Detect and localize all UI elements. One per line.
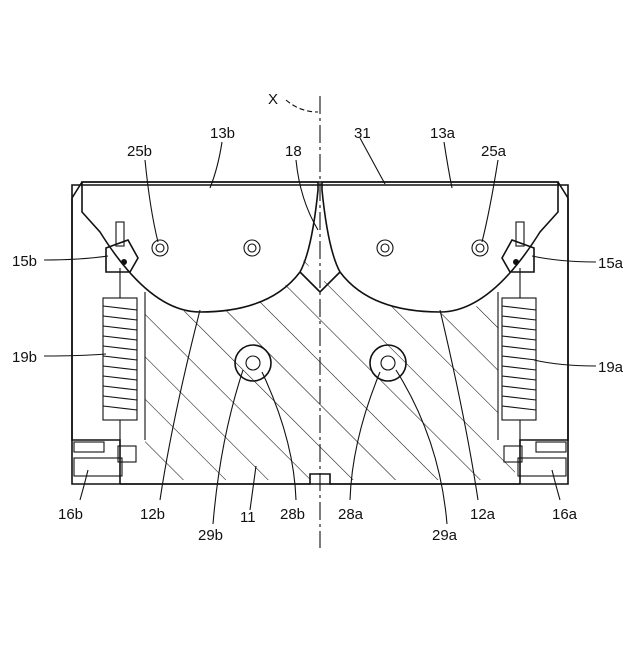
label-16b: 16b <box>58 506 83 523</box>
label-12a: 12a <box>470 506 496 523</box>
label-28b: 28b <box>280 506 305 523</box>
label-25a: 25a <box>481 143 507 160</box>
label-13b: 13b <box>210 125 235 142</box>
label-29b: 29b <box>198 527 223 544</box>
screw-25b-a <box>152 240 168 256</box>
spring-19b <box>103 298 137 420</box>
screw-25a-b <box>472 240 488 256</box>
clamp-16b <box>74 442 136 476</box>
label-12b: 12b <box>140 506 165 523</box>
axis-leader <box>286 100 318 112</box>
label-axis-x: X <box>268 91 278 108</box>
label-15a: 15a <box>598 255 624 272</box>
lower-block-11 <box>140 250 520 490</box>
label-28a: 28a <box>338 506 364 523</box>
label-19b: 19b <box>12 349 37 366</box>
label-18: 18 <box>285 143 302 160</box>
screw-25a-a <box>377 240 393 256</box>
label-15b: 15b <box>12 253 37 270</box>
label-16a: 16a <box>552 506 578 523</box>
screw-25b-b <box>244 240 260 256</box>
label-11: 11 <box>240 509 256 526</box>
label-25b: 25b <box>127 143 152 160</box>
label-31: 31 <box>354 125 371 142</box>
label-19a: 19a <box>598 359 624 376</box>
label-13a: 13a <box>430 125 456 142</box>
left-wall <box>72 198 120 484</box>
label-29a: 29a <box>432 527 458 544</box>
spring-19a <box>502 298 536 420</box>
right-wall <box>520 198 568 484</box>
